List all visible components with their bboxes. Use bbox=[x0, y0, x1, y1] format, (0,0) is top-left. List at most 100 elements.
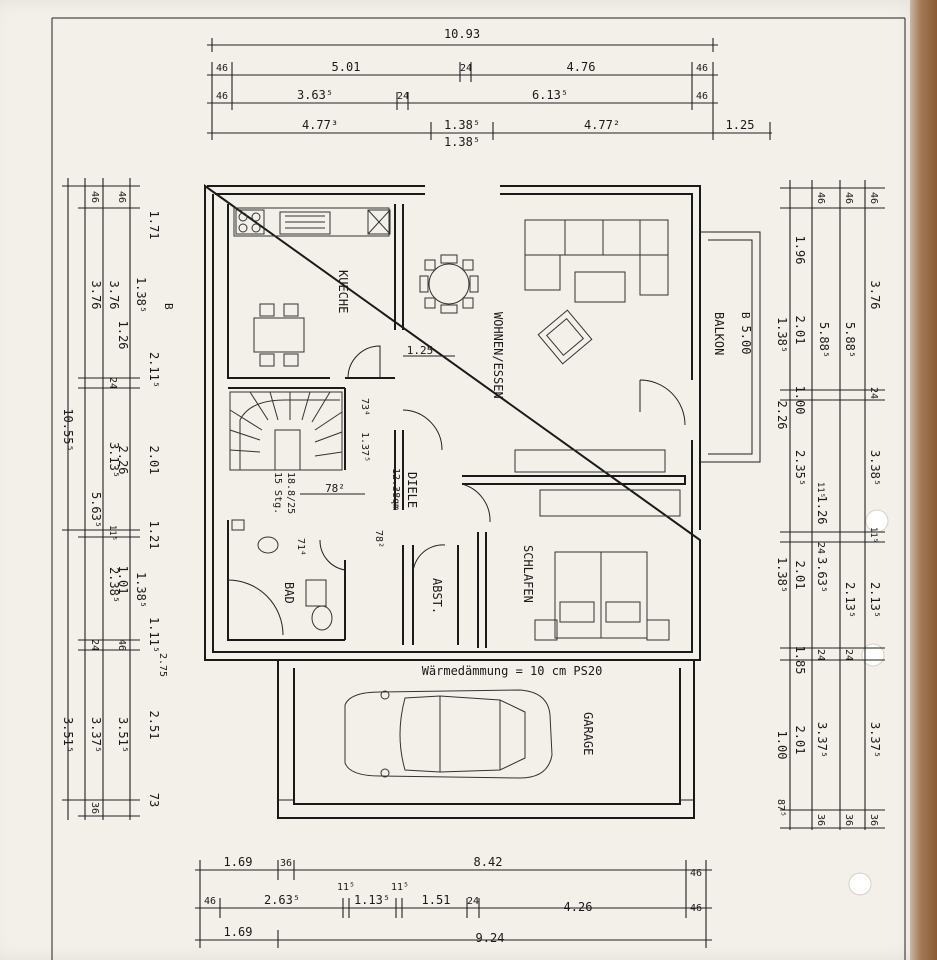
dim-label: 1.38⁵ bbox=[444, 135, 480, 149]
dim-label: 3.38⁵ bbox=[868, 450, 882, 486]
doors bbox=[227, 345, 686, 636]
left-dimensions: 10.55⁵ 3.76 5.63⁵ 3.51⁵ 46 3.76 24 3.13⁵… bbox=[61, 178, 175, 820]
dim-label: 11⁵ bbox=[107, 525, 117, 541]
dim-label: 1.38⁵ bbox=[775, 317, 789, 353]
room-label-diele: DIELE bbox=[405, 472, 419, 508]
dim-label: 24 bbox=[815, 542, 826, 554]
dim-label: 11⁵ bbox=[815, 482, 825, 498]
dim-label: 36 bbox=[89, 802, 100, 814]
dim-label: 3.63⁵ bbox=[815, 557, 829, 593]
dim-label: 8.42 bbox=[474, 855, 503, 869]
dim-label: 1.38⁵ bbox=[444, 118, 480, 132]
dim-label: 1.38⁵ bbox=[134, 572, 148, 608]
room-label-balkon: BALKON bbox=[712, 312, 726, 355]
dim-label: 36 bbox=[280, 858, 292, 869]
dim-label: 46 bbox=[843, 192, 854, 204]
walls bbox=[204, 184, 701, 819]
dim-label: 46 bbox=[696, 63, 708, 74]
dim-label: 5.63⁵ bbox=[89, 492, 103, 528]
dim-label: 2.01 bbox=[793, 561, 807, 590]
section-marker-b: B bbox=[162, 303, 175, 310]
dim-label: 2.01 bbox=[793, 316, 807, 345]
dim-label: 1.26 bbox=[116, 321, 130, 350]
dim-label: 5.88⁵ bbox=[817, 322, 831, 358]
dim-label: 46 bbox=[89, 191, 100, 203]
dim-label: 46 bbox=[204, 896, 216, 907]
dim-label: 1.71 bbox=[147, 211, 161, 240]
dim-label: 2.63⁵ bbox=[264, 893, 300, 907]
dim-label: 24 bbox=[397, 91, 409, 102]
dim-label: 1.25 bbox=[726, 118, 755, 132]
dim-label: 1.38⁵ bbox=[775, 557, 789, 593]
dim-label: 36 bbox=[843, 814, 854, 826]
dim-label: 6.13⁵ bbox=[532, 88, 568, 102]
dim-label: 11⁵ bbox=[868, 527, 878, 543]
right-dimensions: 1.96 2.01 1.38⁵ 2.26 1.38⁵ 2.01 1.85 2.0… bbox=[739, 180, 885, 830]
dim-label: 1.00 bbox=[793, 386, 807, 415]
staircase bbox=[229, 391, 343, 471]
dim-overall-top: 10.93 bbox=[444, 27, 480, 41]
dim-label: 1.69 bbox=[224, 925, 253, 939]
dim-label: 46 bbox=[116, 639, 127, 651]
living-furniture bbox=[419, 219, 669, 473]
room-label-bad: BAD bbox=[282, 582, 296, 604]
insulation-note: Wärmedämmung = 10 cm PS20 bbox=[422, 664, 603, 678]
room-label-abst: ABST. bbox=[430, 578, 444, 614]
dim-label: 24 bbox=[89, 639, 100, 651]
dim-label: 1.38⁵ bbox=[134, 277, 148, 313]
dim-label: 2.26 bbox=[116, 446, 130, 475]
dim-label: 5.88⁵ bbox=[843, 322, 857, 358]
dim-label: 3.76 bbox=[89, 281, 103, 310]
dim-label: 3.63⁵ bbox=[297, 88, 333, 102]
top-dimensions: 10.93 46 5.01 24 4.76 46 46 3.63⁵ 24 6.1… bbox=[207, 27, 772, 149]
dim-label: 87⁵ bbox=[775, 799, 786, 817]
room-label-garage: GARAGE bbox=[581, 712, 595, 755]
dim-label: 1.51 bbox=[422, 893, 451, 907]
dim-label: 3.76 bbox=[868, 281, 882, 310]
dim-label: 3.37⁵ bbox=[815, 722, 829, 758]
dim-label: 2.01 bbox=[147, 446, 161, 475]
dim-label: 24 bbox=[815, 649, 826, 661]
dim-label: 1.26 bbox=[815, 496, 829, 525]
car-icon bbox=[344, 689, 553, 779]
dim-label: 3.37⁵ bbox=[868, 722, 882, 758]
dim-label: 5.00 bbox=[739, 326, 753, 355]
dim-label: 36 bbox=[815, 814, 826, 826]
dim-label: 2.11⁵ bbox=[147, 352, 161, 388]
dim-label: 2.38⁵ bbox=[107, 567, 121, 603]
door-dim-a: 73⁴ bbox=[359, 398, 370, 416]
room-labels: KUECHE WOHNEN/ESSEN BALKON DIELE 12.38qm… bbox=[282, 270, 726, 755]
diele-width-dim: 78² bbox=[325, 482, 345, 495]
dim-label: 3.76 bbox=[107, 281, 121, 310]
dim-label: 4.26 bbox=[564, 900, 593, 914]
room-label-wohnen: WOHNEN/ESSEN bbox=[491, 312, 505, 399]
dim-label: 46 bbox=[696, 91, 708, 102]
dim-label: 2.35⁵ bbox=[793, 450, 807, 486]
bedroom-furniture bbox=[534, 489, 681, 641]
dim-label: 46 bbox=[690, 903, 702, 914]
dim-label: 10.55⁵ bbox=[61, 408, 75, 451]
stairs-count: 15 Stg. bbox=[272, 472, 283, 514]
punch-hole bbox=[848, 872, 872, 896]
dim-label: 46 bbox=[868, 192, 879, 204]
dim-label: 4.76 bbox=[567, 60, 596, 74]
dim-label: 1.01 bbox=[116, 566, 130, 595]
dim-label: 24 bbox=[460, 63, 472, 74]
dim-label: 46 bbox=[216, 91, 228, 102]
dim-label: 11⁵ bbox=[391, 882, 409, 893]
dim-label: 9.24 bbox=[476, 931, 505, 945]
dim-label: 24 bbox=[843, 649, 854, 661]
room-label-kueche: KUECHE bbox=[336, 270, 350, 313]
dim-label: 2.13⁵ bbox=[843, 582, 857, 618]
bottom-dimensions: 1.69 36 8.42 46 46 2.63⁵ 11⁵ 1.13⁵ 11⁵ 1… bbox=[195, 855, 712, 948]
stairs-ratio: 18.8/25 bbox=[285, 472, 296, 514]
dim-label: 5.01 bbox=[332, 60, 361, 74]
dim-label: 24 bbox=[467, 896, 479, 907]
dim-label: 2.75 bbox=[157, 653, 168, 677]
dim-label: 3.51⁵ bbox=[116, 717, 130, 753]
dim-label: 46 bbox=[690, 868, 702, 879]
section-marker-balkon: B bbox=[739, 312, 752, 319]
diele-area: 12.38qm bbox=[390, 468, 401, 510]
